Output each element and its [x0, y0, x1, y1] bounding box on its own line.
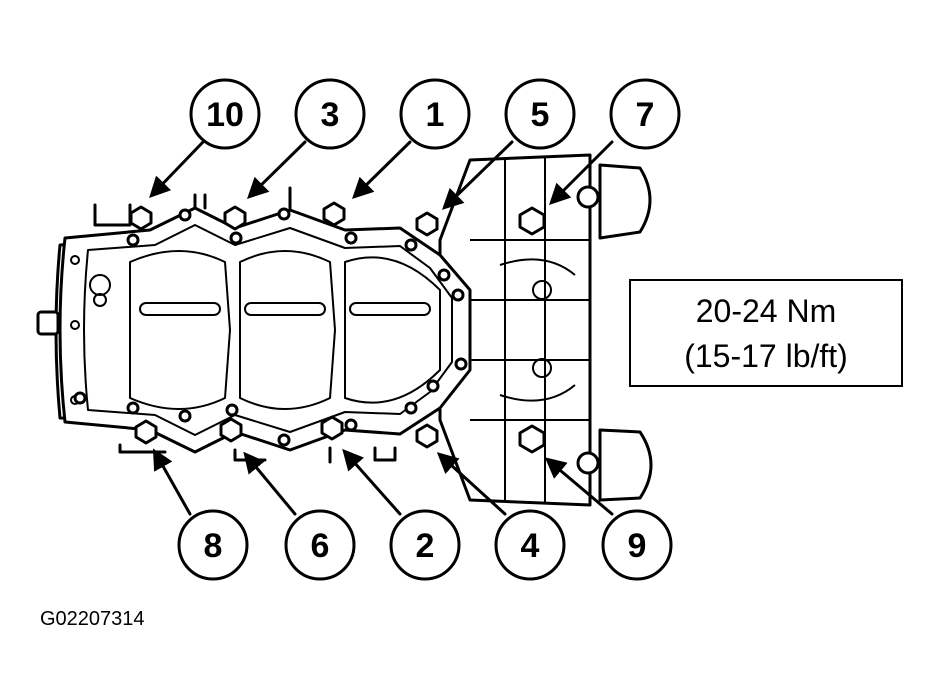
- gasket-bolt-holes: [73, 207, 468, 447]
- bolt-8: [134, 419, 158, 445]
- bolt-1: [322, 201, 346, 227]
- torque-spec-box: 20-24 Nm (15-17 lb/ft): [629, 279, 903, 387]
- callout-2-label: 2: [416, 527, 435, 565]
- callout-7: 7: [609, 78, 681, 150]
- bolt-3: [223, 205, 247, 231]
- callout-9: 9: [601, 509, 673, 581]
- callout-5-label: 5: [531, 96, 550, 134]
- callout-1: 1: [399, 78, 471, 150]
- callout-8: 8: [177, 509, 249, 581]
- bolt-6: [219, 417, 243, 443]
- callout-8-label: 8: [204, 527, 223, 565]
- callout-9-label: 9: [628, 527, 647, 565]
- torque-spec-nm: 20-24 Nm: [696, 293, 837, 329]
- oil-pan: [36, 186, 472, 464]
- callout-2: 2: [389, 509, 461, 581]
- bolt-5: [415, 211, 439, 237]
- callout-10-label: 10: [206, 96, 244, 134]
- callout-3-label: 3: [321, 96, 340, 134]
- bolt-9: [518, 424, 546, 454]
- bolt-10: [129, 205, 153, 231]
- engine-block-structure: [438, 153, 653, 507]
- bolt-7: [518, 206, 546, 236]
- bolt-4: [415, 423, 439, 449]
- callout-5: 5: [504, 78, 576, 150]
- callout-4-label: 4: [521, 527, 540, 565]
- callout-1-label: 1: [426, 96, 445, 134]
- callout-10: 10: [189, 78, 261, 150]
- torque-spec-lbft: (15-17 lb/ft): [684, 338, 848, 374]
- bolt-2: [320, 415, 344, 441]
- figure-id: G02207314: [40, 608, 145, 630]
- callout-4: 4: [494, 509, 566, 581]
- callout-6: 6: [284, 509, 356, 581]
- bolts: [129, 201, 546, 454]
- callout-7-label: 7: [636, 96, 655, 134]
- callout-6-label: 6: [311, 527, 330, 565]
- leader-arrows: [149, 140, 614, 516]
- callout-3: 3: [294, 78, 366, 150]
